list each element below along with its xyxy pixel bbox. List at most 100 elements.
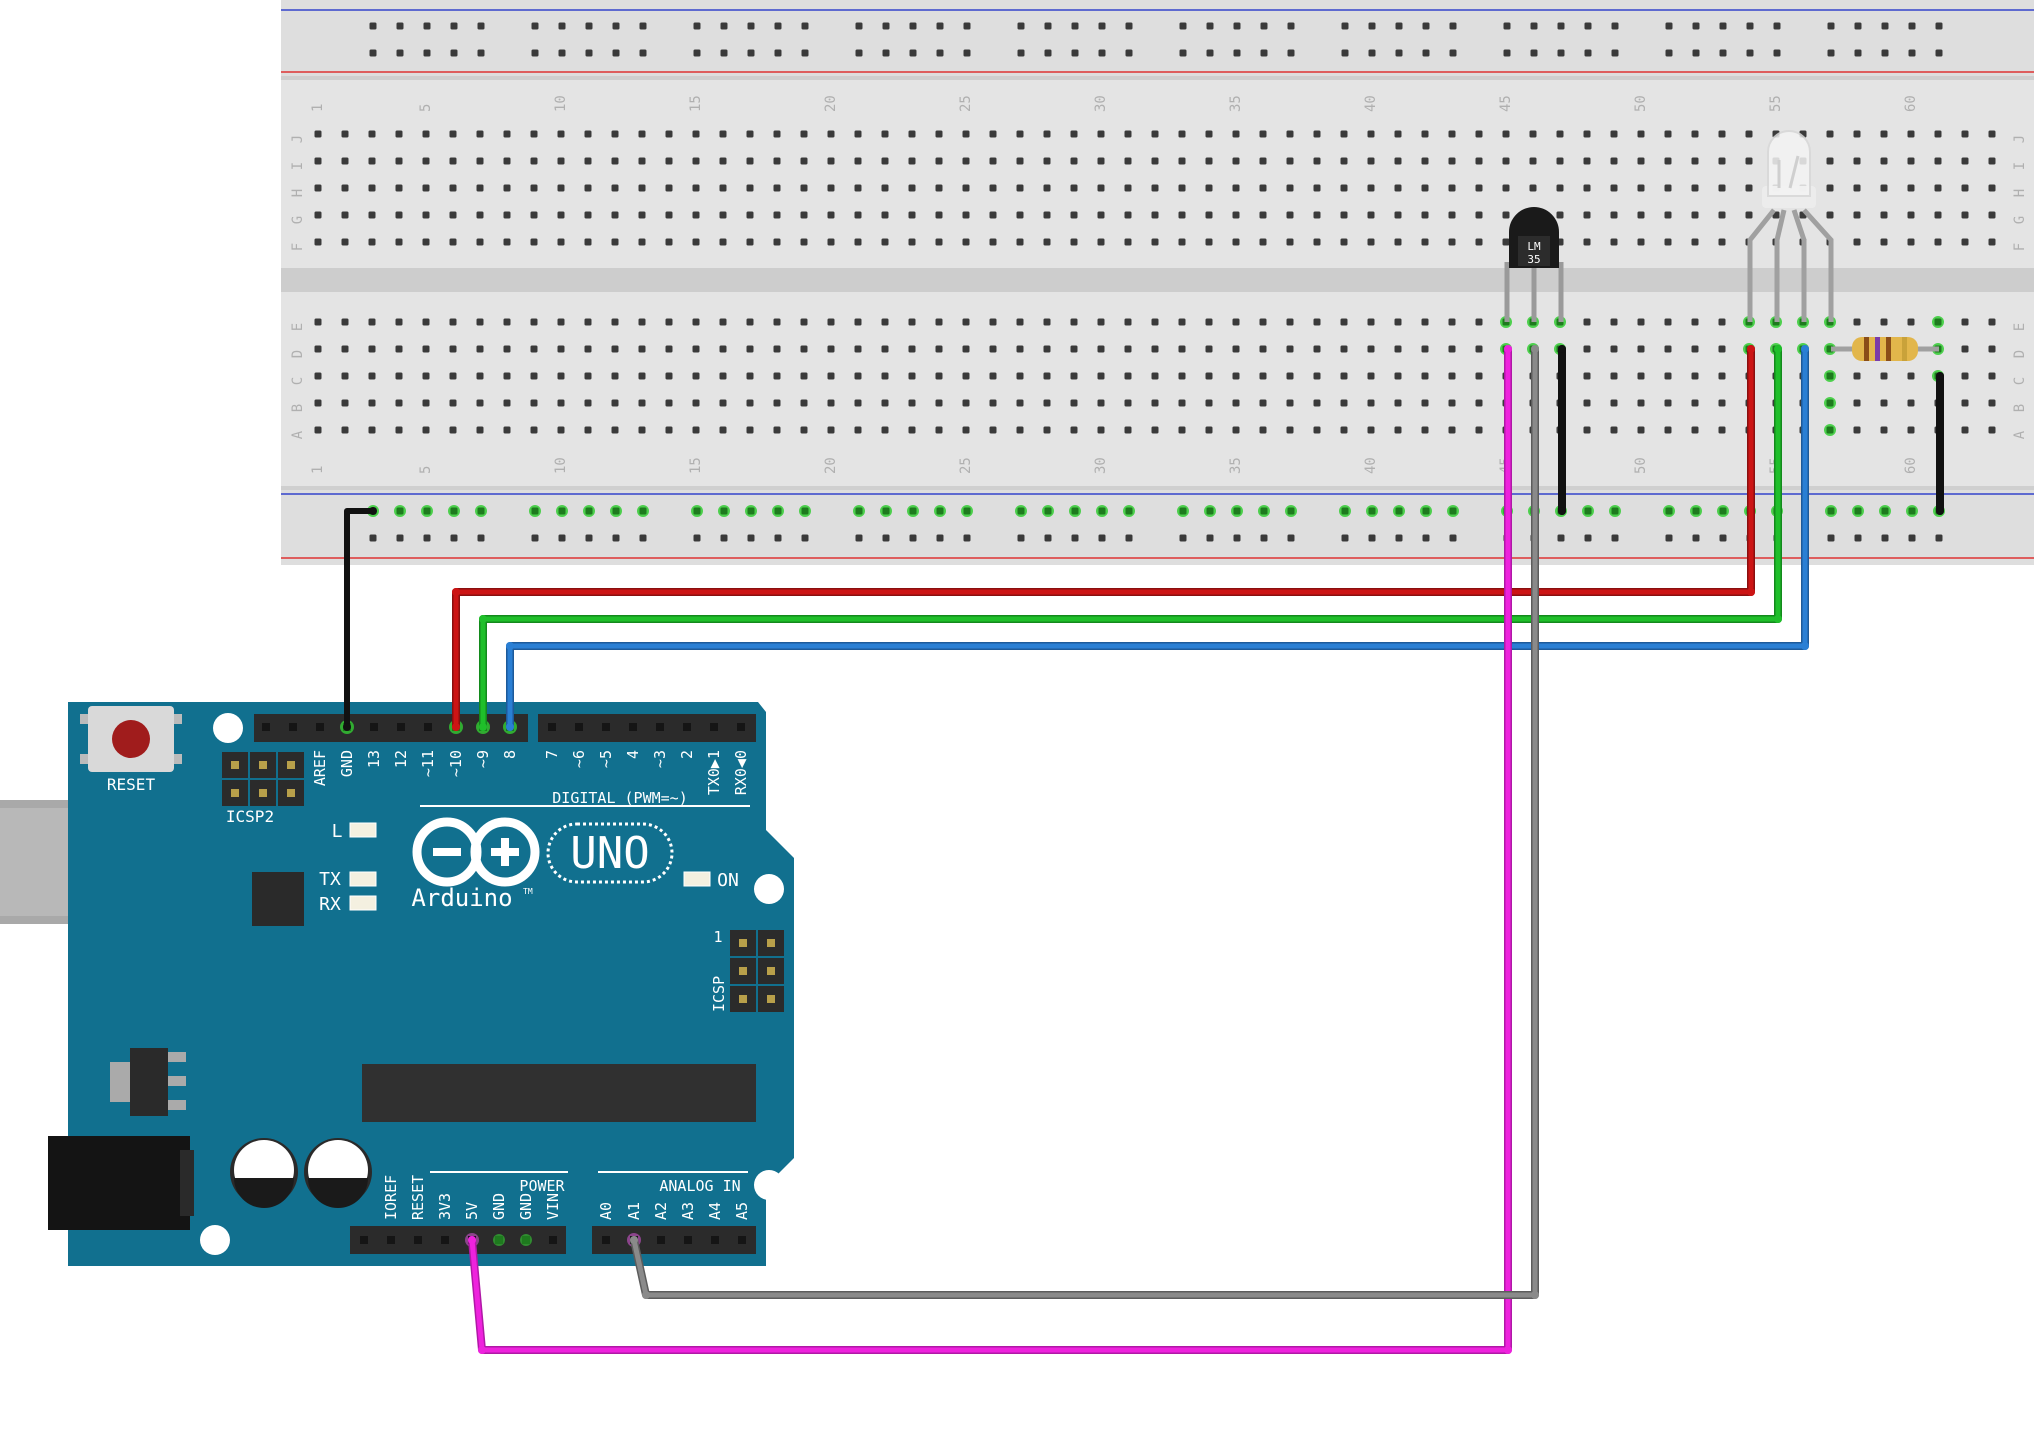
- breadboard-hole: [1907, 399, 1915, 407]
- breadboard-hole: [1853, 211, 1861, 219]
- rail-hole: [1449, 507, 1457, 515]
- breadboard-hole: [422, 238, 430, 246]
- breadboard-hole: [476, 426, 484, 434]
- rail-hole: [1584, 534, 1592, 542]
- breadboard-hole: [1070, 399, 1078, 407]
- rail-hole: [1827, 49, 1835, 57]
- digital-pin-socket: [656, 723, 664, 731]
- breadboard-hole: [584, 318, 592, 326]
- rail-hole: [1827, 22, 1835, 30]
- breadboard-hole: [476, 399, 484, 407]
- breadboard-hole: [395, 238, 403, 246]
- breadboard-hole: [746, 372, 754, 380]
- breadboard-hole: [1340, 345, 1348, 353]
- row-label-right: J: [2012, 135, 2028, 143]
- rail-hole: [1179, 534, 1187, 542]
- breadboard-hole: [1313, 399, 1321, 407]
- breadboard-hole: [665, 211, 673, 219]
- breadboard-hole: [422, 157, 430, 165]
- breadboard-hole: [503, 372, 511, 380]
- breadboard-hole: [1853, 372, 1861, 380]
- reset-button-pin: [80, 714, 88, 724]
- rail-hole: [1368, 534, 1376, 542]
- row-label-right: B: [2012, 404, 2028, 412]
- rail-hole: [774, 49, 782, 57]
- rail-hole: [1611, 534, 1619, 542]
- breadboard-hole: [1853, 318, 1861, 326]
- rail-hole: [450, 49, 458, 57]
- breadboard-hole: [800, 157, 808, 165]
- breadboard-hole: [989, 238, 997, 246]
- bottom-pin-socket: [738, 1236, 746, 1244]
- breadboard-hole: [1259, 399, 1267, 407]
- breadboard-hole: [476, 372, 484, 380]
- resistor: [1831, 337, 1939, 361]
- breadboard-hole: [1151, 238, 1159, 246]
- breadboard-hole: [1448, 157, 1456, 165]
- breadboard-hole: [1988, 238, 1996, 246]
- breadboard-hole: [449, 318, 457, 326]
- breadboard-hole: [1340, 318, 1348, 326]
- breadboard-hole: [1664, 130, 1672, 138]
- breadboard-hole: [422, 399, 430, 407]
- breadboard-hole: [665, 238, 673, 246]
- analog-pin-label: A0: [597, 1202, 615, 1220]
- breadboard-hole: [611, 184, 619, 192]
- breadboard-hole: [1340, 157, 1348, 165]
- breadboard-hole: [1988, 130, 1996, 138]
- breadboard-hole: [638, 238, 646, 246]
- breadboard-hole: [1259, 426, 1267, 434]
- breadboard-hole: [908, 372, 916, 380]
- breadboard-hole: [1124, 157, 1132, 165]
- rail-hole: [909, 534, 917, 542]
- digital-pin-label: 7: [543, 750, 561, 759]
- breadboard-hole: [773, 399, 781, 407]
- breadboard-hole: [1043, 345, 1051, 353]
- breadboard-hole: [1988, 372, 1996, 380]
- breadboard-hole: [746, 318, 754, 326]
- breadboard-hole: [692, 211, 700, 219]
- rail-hole: [1098, 22, 1106, 30]
- breadboard-hole: [1691, 130, 1699, 138]
- breadboard-hole: [1043, 372, 1051, 380]
- breadboard-hole: [1286, 345, 1294, 353]
- breadboard-hole: [719, 372, 727, 380]
- breadboard-hole: [692, 426, 700, 434]
- breadboard-hole: [314, 184, 322, 192]
- breadboard-hole: [1043, 399, 1051, 407]
- rail-hole: [1692, 534, 1700, 542]
- breadboard-hole: [989, 157, 997, 165]
- rail-hole: [1557, 49, 1565, 57]
- rail-hole: [1665, 22, 1673, 30]
- breadboard-hole: [1961, 372, 1969, 380]
- row-label-left: B: [290, 404, 306, 412]
- logo-right-ring: [470, 817, 540, 887]
- breadboard-hole: [962, 157, 970, 165]
- breadboard-hole: [1988, 184, 1996, 192]
- rail-hole: [855, 22, 863, 30]
- rail-hole: [1422, 22, 1430, 30]
- breadboard-hole: [1448, 372, 1456, 380]
- breadboard-hole: [1880, 426, 1888, 434]
- breadboard-hole: [1907, 238, 1915, 246]
- breadboard-hole: [1178, 238, 1186, 246]
- row-label-right: D: [2012, 350, 2028, 358]
- breadboard-hole: [341, 372, 349, 380]
- breadboard-hole: [989, 372, 997, 380]
- rail-hole: [396, 49, 404, 57]
- breadboard-hole: [638, 157, 646, 165]
- wire-endpoint: [1936, 507, 1944, 515]
- digital-pin-label: 4: [624, 750, 642, 759]
- breadboard-hole: [1286, 238, 1294, 246]
- breadboard-hole: [1961, 157, 1969, 165]
- icsp-pin: [767, 939, 775, 947]
- breadboard-hole: [854, 399, 862, 407]
- breadboard-hole: [1070, 184, 1078, 192]
- breadboard-hole: [692, 345, 700, 353]
- mounting-hole: [200, 1225, 230, 1255]
- digital-pin-label: 13: [365, 750, 383, 768]
- breadboard-hole: [557, 345, 565, 353]
- breadboard-hole: [800, 184, 808, 192]
